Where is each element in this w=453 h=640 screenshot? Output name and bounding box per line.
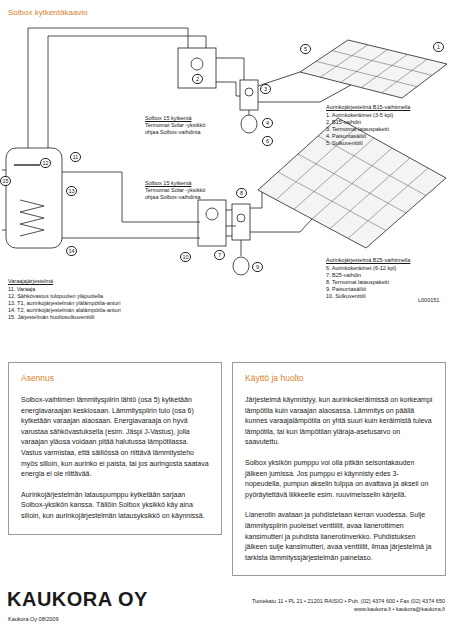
list-item: 6. Aurinkokeräimet (6-12 kpl) <box>326 265 396 272</box>
list-item: 13. T1, aurinkojärjestelmän ylälämpötila… <box>8 300 120 307</box>
callout-number: 3 <box>261 85 270 94</box>
list-item: 12. Sähkövastus tulopuolen yläpuolella <box>8 293 103 300</box>
callout-circle: 3 <box>260 84 271 94</box>
unit-note: Termomat Solar -yksikkö ohjaa Solbox-vai… <box>145 122 211 135</box>
callout-number: 11 <box>71 153 80 162</box>
list-item: 5. Sulkuventtiili <box>326 140 363 147</box>
solbox-unit <box>178 48 216 88</box>
callout-circle: 12 <box>40 158 51 168</box>
callout-number: 2 <box>193 75 202 84</box>
address-line: Tuotekatu 11 • PL 21 • 21201 RAISIO • Pu… <box>252 598 445 605</box>
callout-circle: 5 <box>300 44 311 54</box>
callout-number: 1 <box>434 43 443 52</box>
list-item: 2. B15-vaihdin <box>326 119 361 126</box>
callout-number: 7 <box>215 251 224 260</box>
contact-line: www.kaukora.fi • kaukora@kaukora.fi <box>354 606 445 613</box>
list-item: 8. Termomat latauspaketti <box>326 279 389 286</box>
list-item: 11. Varaaja <box>8 286 35 293</box>
list-heading: Varaajajärjestelmä <box>8 278 53 285</box>
callout-number: 4 <box>263 119 272 128</box>
callout-number: 5 <box>301 45 310 54</box>
body-paragraph: Järjestelmä käynnistyy, kun aurinkokeräi… <box>245 395 433 448</box>
callout-circle: 15 <box>0 176 11 186</box>
company-logo: KAUKORA OY <box>7 588 148 610</box>
callout-circle: 6 <box>262 136 273 146</box>
expansion-tank <box>233 257 249 275</box>
unit-note: Termomat Solar -yksikkö ohjaa Solbox-vai… <box>145 187 211 200</box>
list-item: 7. B25-vaihdin <box>326 272 361 279</box>
text-panel: Käyttö ja huoltoJärjestelmä käynnistyy, … <box>232 362 446 576</box>
callout-circle: 9 <box>252 262 263 272</box>
list-item: 14. T2, aurinkojärjestelmän alalämpötila… <box>8 307 121 314</box>
storage-tank <box>6 148 62 248</box>
list-heading: Aurinkojärjestelmä B15-vaihtimella <box>326 104 410 111</box>
list-item: 15. Järjestelmän huoltosulkuventtiili <box>8 314 95 321</box>
callout-circle: 2 <box>192 74 203 84</box>
list-heading: Aurinkojärjestelmä B25-vaihtimella <box>326 257 410 264</box>
section-heading: Käyttö ja huolto <box>245 373 433 383</box>
body-paragraph: Solbox yksikön pumppu voi olla pitkän se… <box>245 458 433 500</box>
callout-number: 8 <box>237 189 246 198</box>
list-item: 1. Aurinkokeräimet (3-5 kpl) <box>326 112 393 119</box>
unit-caption: Solbox 15 kytkentä <box>145 180 191 187</box>
charging-package <box>240 80 258 110</box>
drawing-code: L000151 <box>418 297 439 304</box>
body-paragraph: Solbox-vaihtimen lämmityspiirin lähtö (o… <box>21 395 209 480</box>
callout-circle: 7 <box>214 250 225 260</box>
section-heading: Asennus <box>21 373 209 383</box>
callout-circle: 1 <box>433 42 444 52</box>
callout-number: 15 <box>1 177 10 186</box>
body-paragraph: Lianerotin avataan ja puhdistetaan kerra… <box>245 510 433 563</box>
date-note: Kaukora Oy 08/2009 <box>8 616 58 623</box>
callout-number: 10 <box>181 253 190 262</box>
solar-collectors <box>300 40 447 98</box>
callout-number: 14 <box>67 247 76 256</box>
list-item: 10. Sulkuventtiili <box>326 293 366 300</box>
callout-circle: 14 <box>66 246 77 256</box>
expansion-tank <box>241 115 257 133</box>
list-item: 3. Termomat latauspaketti <box>326 126 389 133</box>
callout-number: 12 <box>41 159 50 168</box>
text-panel: AsennusSolbox-vaihtimen lämmityspiirin l… <box>8 362 222 535</box>
callout-number: 6 <box>263 137 272 146</box>
callout-circle: 11 <box>70 152 81 162</box>
diagram-title: Solbox kytkentäkaavio <box>8 8 88 17</box>
callout-circle: 8 <box>236 188 247 198</box>
callout-circle: 10 <box>180 252 191 262</box>
solar-collectors <box>258 118 446 248</box>
body-paragraph: Aurinkojärjestelmän latauspumppu kytketä… <box>21 490 209 522</box>
callout-circle: 4 <box>262 118 273 128</box>
list-item: 9. Paisuntasäiliö <box>326 286 366 293</box>
charging-package <box>232 204 250 240</box>
list-item: 4. Paisuntasäiliö <box>326 133 366 140</box>
unit-caption: Solbox 15 kytkentä <box>145 115 191 122</box>
solbox-unit <box>198 200 226 246</box>
callout-number: 9 <box>253 263 262 272</box>
callout-circle: 13 <box>66 186 77 196</box>
callout-number: 13 <box>67 187 76 196</box>
